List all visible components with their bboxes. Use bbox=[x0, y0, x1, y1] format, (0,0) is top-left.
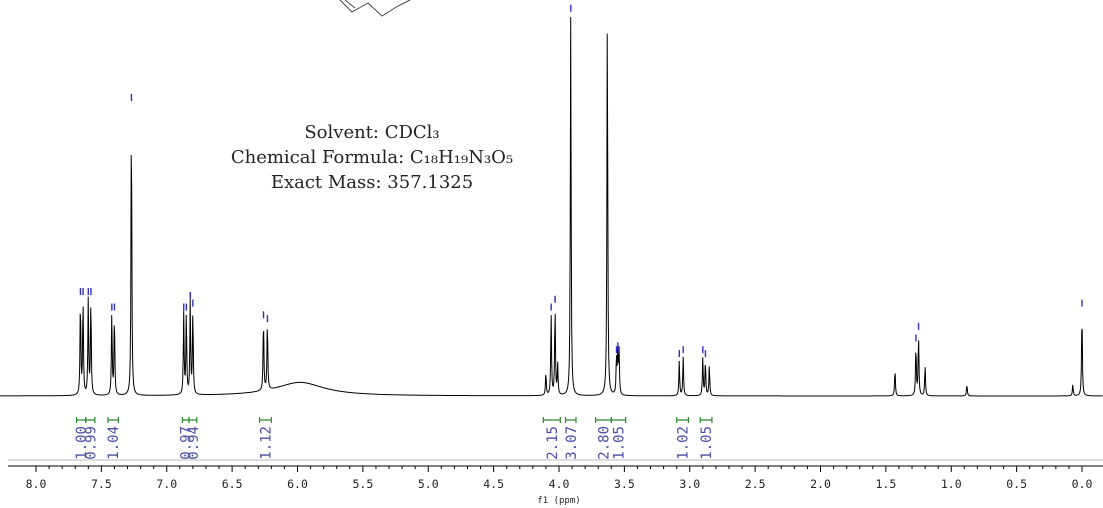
integral-label: 1.04 bbox=[106, 426, 122, 460]
integral-bracket bbox=[564, 417, 577, 423]
x-tick-label: 5.5 bbox=[352, 477, 373, 491]
solvent-text: Solvent: CDCl₃ bbox=[304, 122, 439, 143]
integral-label: 2.15 bbox=[545, 426, 561, 460]
integral-bracket bbox=[107, 417, 119, 423]
integral-label: 1.02 bbox=[676, 426, 692, 460]
integral-bracket bbox=[610, 417, 627, 423]
integral-label: 1.05 bbox=[611, 426, 627, 460]
x-tick-label: 0.0 bbox=[1072, 477, 1093, 491]
x-tick-label: 4.0 bbox=[549, 477, 570, 491]
x-tick-label: 6.5 bbox=[222, 477, 243, 491]
integral-bracket bbox=[75, 417, 87, 423]
info-block: Solvent: CDCl₃ Chemical Formula: C₁₈H₁₉N… bbox=[231, 122, 513, 193]
integral-bracket bbox=[542, 417, 561, 423]
integral-bracket bbox=[85, 417, 96, 423]
x-tick-label: 2.0 bbox=[810, 477, 831, 491]
x-axis-ticks: 8.0 7.5 7.0 6.5 6.0 5.5 5.0 4.5 4.0 3.5 3.0 2.5 2.0 1… bbox=[26, 466, 1093, 491]
integral-label: 1.12 bbox=[258, 426, 274, 460]
x-tick-label: 0.5 bbox=[1006, 477, 1027, 491]
integral-bracket bbox=[699, 417, 713, 423]
x-tick-label: 1.5 bbox=[875, 477, 896, 491]
formula-text: Chemical Formula: C₁₈H₁₉N₃O₅ bbox=[231, 147, 513, 168]
integral-label: 0.94 bbox=[186, 426, 202, 460]
x-tick-label: 8.0 bbox=[26, 477, 47, 491]
molecule-structure-fragment bbox=[339, 0, 411, 17]
integral-bracket bbox=[595, 417, 612, 423]
x-axis-label: f1 (ppm) bbox=[537, 496, 580, 506]
x-tick-label: 7.5 bbox=[91, 477, 112, 491]
spectrum-trace bbox=[0, 16, 1103, 397]
integral-label: 1.00 bbox=[74, 426, 90, 460]
peak-markers bbox=[79, 4, 1083, 358]
x-tick-label: 5.0 bbox=[418, 477, 439, 491]
mass-text: Exact Mass: 357.1325 bbox=[271, 172, 473, 193]
integral-label: 1.05 bbox=[699, 426, 715, 460]
integral-bracket bbox=[676, 417, 690, 423]
integral-bracket bbox=[258, 417, 272, 423]
x-tick-label: 1.0 bbox=[941, 477, 962, 491]
x-tick-label: 7.0 bbox=[156, 477, 177, 491]
x-tick-label: 2.5 bbox=[745, 477, 766, 491]
integral-label: 0.99 bbox=[83, 426, 99, 460]
integral-bracket bbox=[188, 417, 198, 423]
x-tick-label: 4.5 bbox=[483, 477, 504, 491]
integral-label: 2.80 bbox=[596, 426, 612, 460]
x-tick-label: 6.0 bbox=[287, 477, 308, 491]
integral-label: 0.97 bbox=[179, 426, 195, 460]
x-tick-label: 3.0 bbox=[679, 477, 700, 491]
integral-label: 3.07 bbox=[564, 426, 580, 460]
x-tick-label: 3.5 bbox=[614, 477, 635, 491]
integral-bracket bbox=[181, 417, 190, 423]
